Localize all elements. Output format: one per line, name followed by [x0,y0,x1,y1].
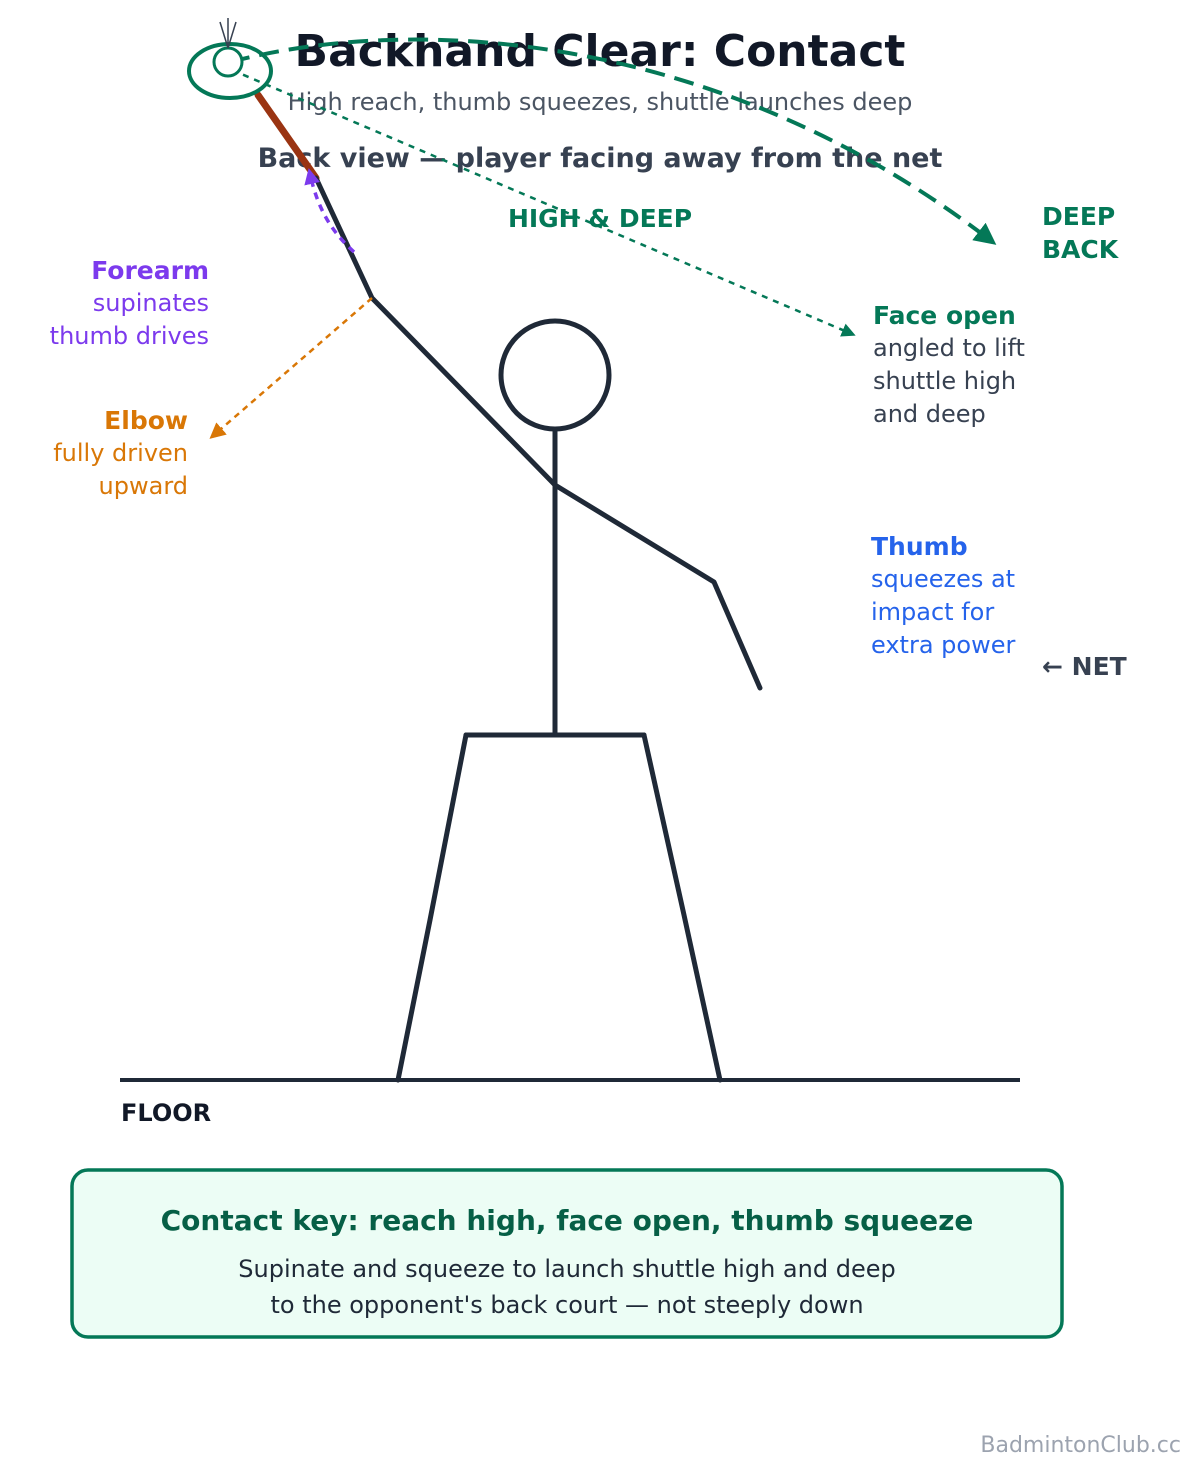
thumb-heading: Thumb [871,532,968,561]
elbow-text: fully driven [53,439,188,467]
player-free-arm [552,482,763,691]
player-head [498,318,612,432]
view-note: Back view — player facing away from the … [258,143,943,174]
face-open-text: and deep [873,400,986,428]
contact-key-text: Supinate and squeeze to launch shuttle h… [238,1255,895,1283]
elbow-heading: Elbow [104,406,188,435]
player-right-leg [641,732,723,1083]
shuttle-feather [219,21,229,49]
face-open-text: shuttle high [873,367,1016,395]
watermark: BadmintonClub.cc [980,1433,1181,1458]
face-direction-arrow [231,68,856,337]
contact-key-title: Contact key: reach high, face open, thum… [161,1204,974,1237]
floor-label: FLOOR [121,1099,211,1127]
thumb-text: impact for [871,598,994,626]
deep-back-label: BACK [1042,235,1120,264]
player-left-leg [395,732,469,1083]
elbow-text: upward [99,472,188,500]
trajectory-label: HIGH & DEEP [508,204,692,233]
thumb-text: squeezes at [871,565,1015,593]
contact-key-box [70,1168,1064,1339]
shuttle-icon [212,46,244,78]
forearm-supination-arrow [304,168,356,254]
face-open-heading: Face open [873,301,1016,330]
face-open-text: angled to lift [873,334,1025,362]
racket-handle [254,91,320,182]
net-label: ← NET [1042,652,1127,681]
player-figure [313,175,763,1083]
page-title: Backhand Clear: Contact [295,26,906,77]
contact-key-text: to the opponent's back court — not steep… [270,1291,863,1319]
forearm-text: supinates [93,289,209,317]
thumb-text: extra power [871,631,1015,659]
shuttle-trajectory-arrow [229,37,997,245]
elbow-arrow [209,297,373,439]
subtitle: High reach, thumb squeezes, shuttle laun… [288,88,913,116]
shuttle-feather [227,21,237,49]
forearm-heading: Forearm [91,256,209,285]
deep-back-label: DEEP [1042,202,1115,231]
forearm-text: thumb drives [50,322,209,350]
